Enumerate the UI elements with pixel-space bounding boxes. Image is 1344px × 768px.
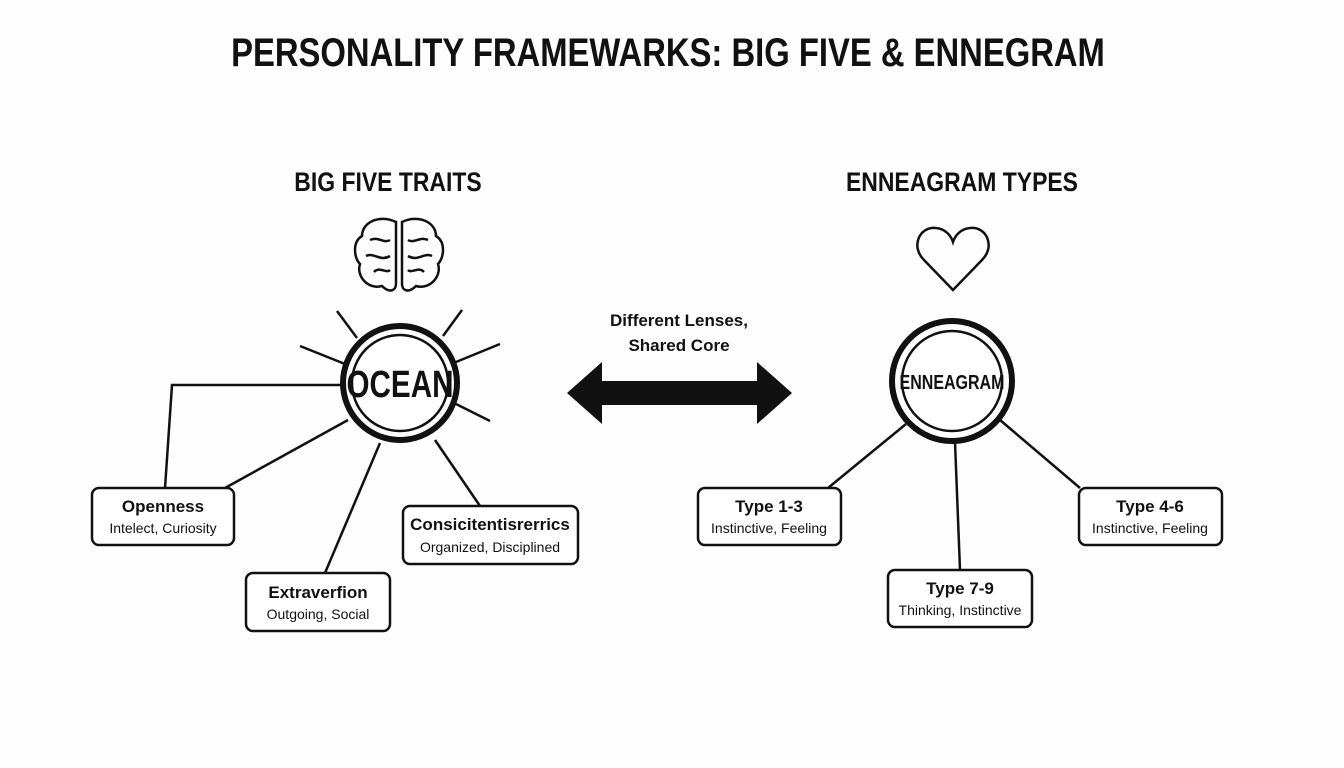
svg-text:Type 7-9: Type 7-9 bbox=[926, 579, 994, 598]
trait-box-conscientiousness: Consicitentisrerrics Organized, Discipli… bbox=[401, 504, 580, 566]
svg-text:Instinctive, Feeling: Instinctive, Feeling bbox=[711, 520, 827, 536]
svg-text:Instinctive, Feeling: Instinctive, Feeling bbox=[1092, 520, 1208, 536]
ocean-rays bbox=[163, 309, 501, 574]
ocean-node: OCEAN bbox=[340, 323, 460, 443]
big-five-heading: BIG FIVE TRAITS bbox=[294, 167, 481, 197]
double-arrow-icon bbox=[567, 362, 792, 424]
svg-text:Type 1-3: Type 1-3 bbox=[735, 497, 803, 516]
brain-icon bbox=[353, 217, 445, 292]
svg-text:Openness: Openness bbox=[122, 497, 204, 516]
enneagram-node: ENNEAGRAM bbox=[889, 318, 1015, 444]
svg-text:Consicitentisrerrics: Consicitentisrerrics bbox=[410, 515, 570, 534]
svg-text:Thinking, Instinctive: Thinking, Instinctive bbox=[899, 602, 1022, 618]
svg-text:Extraverfion: Extraverfion bbox=[268, 583, 367, 602]
enneagram-connectors bbox=[827, 419, 1081, 571]
ocean-label: OCEAN bbox=[347, 364, 454, 406]
type-box-1-3: Type 1-3 Instinctive, Feeling bbox=[696, 486, 843, 547]
trait-box-extraversion: Extraverfion Outgoing, Social bbox=[244, 571, 392, 633]
svg-text:Outgoing, Social: Outgoing, Social bbox=[267, 606, 370, 622]
type-box-7-9: Type 7-9 Thinking, Instinctive bbox=[886, 568, 1034, 629]
type-box-4-6: Type 4-6 Instinctive, Feeling bbox=[1077, 486, 1224, 547]
enneagram-heading: ENNEAGRAM TYPES bbox=[846, 167, 1078, 197]
heart-icon bbox=[916, 226, 990, 292]
page-title: PERSONALITY FRAMEWARKS: BIG FIVE & ENNEG… bbox=[231, 30, 1105, 75]
enneagram-label: ENNEAGRAM bbox=[900, 371, 1005, 393]
middle-caption-line1: Different Lenses, bbox=[610, 311, 748, 330]
svg-text:Organized, Disciplined: Organized, Disciplined bbox=[420, 539, 560, 555]
svg-text:Intelect, Curiosity: Intelect, Curiosity bbox=[109, 520, 216, 536]
trait-box-openness: Openness Intelect, Curiosity bbox=[90, 486, 236, 547]
svg-text:Type 4-6: Type 4-6 bbox=[1116, 497, 1184, 516]
middle-caption-line2: Shared Core bbox=[628, 336, 729, 355]
